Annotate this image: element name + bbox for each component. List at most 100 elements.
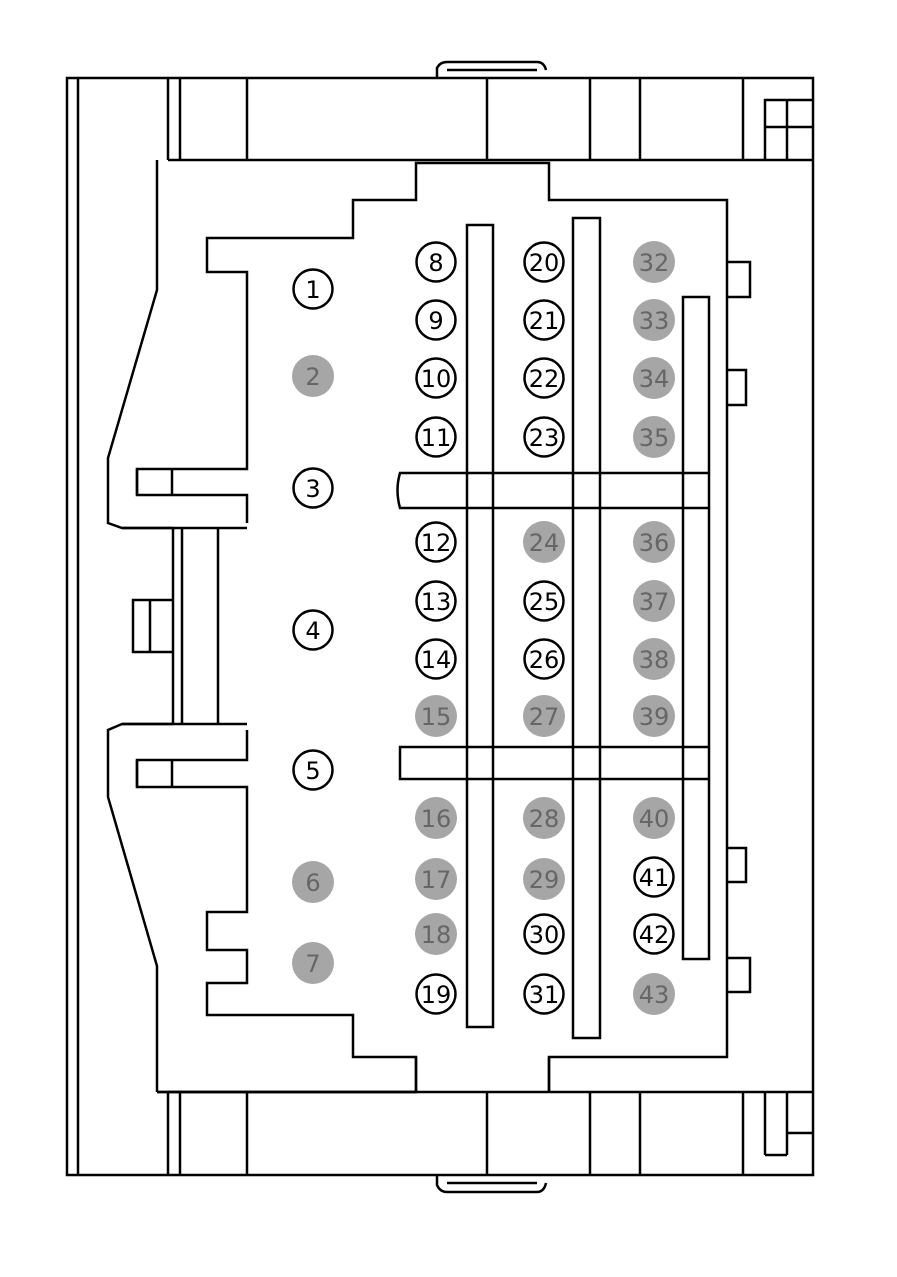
right-tab-4 [727,956,752,994]
pin-number: 16 [421,805,452,833]
pin-number: 17 [421,866,452,894]
pin-23: 23 [523,416,565,458]
pin-number: 18 [421,921,452,949]
divider-bar-horizontal-2 [398,745,709,781]
pin-number: 35 [639,424,670,452]
pin-30: 30 [523,913,565,955]
pin-used-circle [523,241,565,283]
pin-17: 17 [415,858,457,900]
pin-15: 15 [415,695,457,737]
top-clip [435,60,548,78]
bottom-latch [763,1092,813,1157]
pin-35: 35 [633,416,675,458]
pin-used-circle [415,973,457,1015]
pin-used-circle [292,749,334,791]
pin-number: 37 [639,588,670,616]
right-tab-2 [727,368,748,407]
main-housing [106,160,729,1094]
pin-39: 39 [633,695,675,737]
pin-number: 20 [529,249,560,277]
pin-33: 33 [633,299,675,341]
pin-18: 18 [415,913,457,955]
pin-number: 41 [639,864,670,892]
pin-number: 33 [639,307,670,335]
pin-unused-circle [292,942,334,984]
pin-20: 20 [523,241,565,283]
pin-unused-circle [292,861,334,903]
right-tab-1 [727,260,752,299]
pin-number: 6 [305,869,320,897]
pin-number: 25 [529,588,560,616]
pin-number: 7 [305,950,320,978]
pin-used-circle [292,268,334,310]
pin-7: 7 [292,942,334,984]
right-tab-3 [727,846,748,884]
pin-25: 25 [523,580,565,622]
pin-2: 2 [292,355,334,397]
pin-used-circle [415,241,457,283]
pin-number: 28 [529,805,560,833]
pin-16: 16 [415,797,457,839]
pin-unused-circle [415,797,457,839]
pin-8: 8 [415,241,457,283]
pin-unused-circle [292,355,334,397]
pins: 1234567891011121314151617181920212223242… [292,241,675,1015]
pin-unused-circle [633,695,675,737]
pin-unused-circle [633,357,675,399]
pin-used-circle [523,416,565,458]
pin-5: 5 [292,749,334,791]
pin-32: 32 [633,241,675,283]
pin-used-circle [415,357,457,399]
pin-34: 34 [633,357,675,399]
top-latch [763,98,813,160]
pin-37: 37 [633,580,675,622]
pin-13: 13 [415,580,457,622]
divider-bar-3 [681,295,711,961]
pin-number: 13 [421,588,452,616]
pin-unused-circle [415,858,457,900]
pin-number: 19 [421,981,452,1009]
pin-number: 42 [639,921,670,949]
pin-27: 27 [523,695,565,737]
pin-40: 40 [633,797,675,839]
pin-used-circle [633,913,675,955]
pin-used-circle [415,638,457,680]
pin-29: 29 [523,858,565,900]
pin-number: 2 [305,363,320,391]
pin-used-circle [523,299,565,341]
pin-11: 11 [415,416,457,458]
pin-number: 11 [421,424,452,452]
pin-26: 26 [523,638,565,680]
pin-36: 36 [633,521,675,563]
pin-number: 38 [639,646,670,674]
pin-unused-circle [633,299,675,341]
pin-used-circle [415,521,457,563]
connector-outline [65,60,815,1194]
pin-unused-circle [633,241,675,283]
pin-number: 30 [529,921,560,949]
divider-bar-horizontal-1 [396,471,709,510]
pin-43: 43 [633,973,675,1015]
pin-28: 28 [523,797,565,839]
pin-41: 41 [633,856,675,898]
pin-6: 6 [292,861,334,903]
pin-number: 12 [421,529,452,557]
pin-12: 12 [415,521,457,563]
pin-number: 43 [639,981,670,1009]
pin-number: 9 [428,307,443,335]
pin-number: 14 [421,646,452,674]
pin-14: 14 [415,638,457,680]
pin-number: 26 [529,646,560,674]
pin-number: 36 [639,529,670,557]
pin-1: 1 [292,268,334,310]
outer-frame [65,76,815,1177]
pin-number: 39 [639,703,670,731]
pin-unused-circle [523,858,565,900]
pin-unused-circle [633,521,675,563]
pin-used-circle [523,580,565,622]
pin-number: 15 [421,703,452,731]
pin-unused-circle [523,521,565,563]
pin-used-circle [523,913,565,955]
pin-number: 27 [529,703,560,731]
pin-number: 32 [639,249,670,277]
